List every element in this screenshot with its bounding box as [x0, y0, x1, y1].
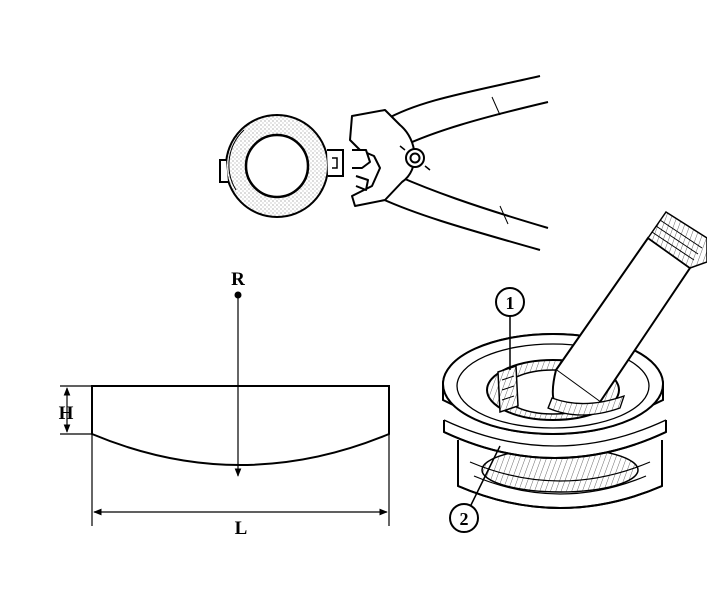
radius-label: R — [231, 269, 245, 290]
callout-2: 2 — [449, 445, 501, 533]
circlip-ring — [219, 114, 344, 218]
dimension-diagram: R H L — [59, 269, 390, 539]
callout-1: 1 — [495, 287, 525, 370]
radius-center-point — [234, 291, 242, 299]
length-label: L — [235, 518, 248, 539]
callout-2-label: 2 — [460, 509, 469, 529]
seal-assembly — [442, 333, 667, 509]
circlip-pliers — [349, 75, 549, 251]
callout-1-label: 1 — [506, 293, 515, 313]
segment-outline — [91, 385, 390, 466]
installation-driver — [547, 210, 707, 416]
height-label: H — [59, 403, 74, 424]
